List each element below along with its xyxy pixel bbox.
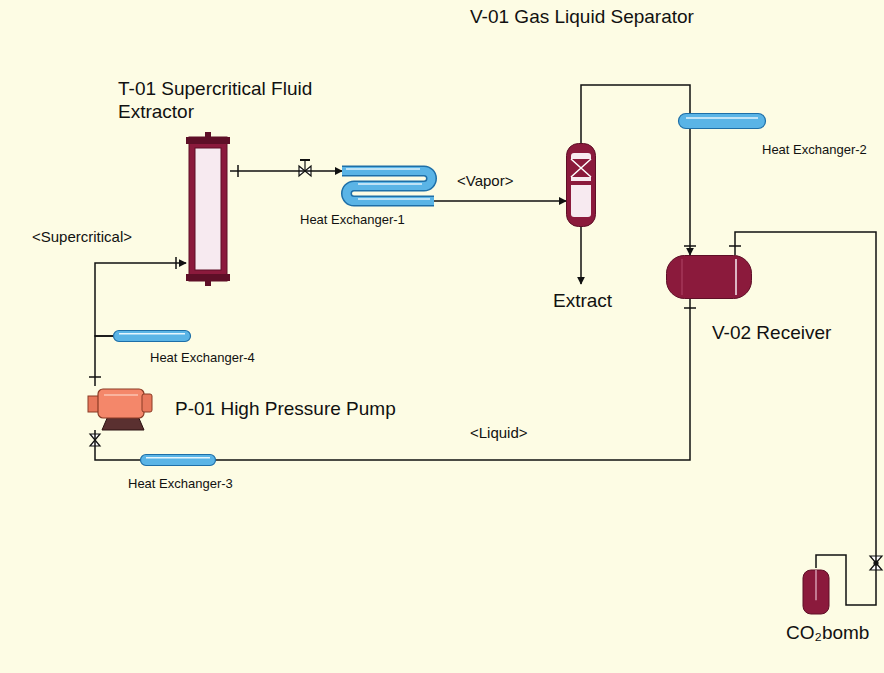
component-label: T-01 Supercritical Fluid Extractor bbox=[118, 78, 380, 124]
component-label: Heat Exchanger-2 bbox=[762, 142, 867, 158]
shape-outline bbox=[140, 454, 216, 466]
pipe-line bbox=[581, 85, 690, 143]
pipe-line bbox=[95, 430, 140, 460]
component-label: P-01 High Pressure Pump bbox=[175, 398, 396, 421]
pipe-line bbox=[689, 129, 691, 255]
shape-outline bbox=[566, 143, 596, 227]
shape-outline bbox=[82, 386, 154, 430]
extractor-vessel: T-01 Supercritical Fluid Extractor bbox=[186, 132, 230, 286]
receiver-drum: V-02 Receiver bbox=[666, 255, 752, 299]
pipe-line bbox=[95, 336, 113, 386]
stream-label: <Liquid> bbox=[468, 424, 530, 442]
component-label: Heat Exchanger-3 bbox=[128, 476, 233, 492]
heat-exchanger: Heat Exchanger-3 bbox=[140, 454, 216, 466]
outlet-label: Extract bbox=[553, 290, 612, 313]
pipe-line bbox=[95, 263, 186, 336]
shape-outline bbox=[113, 330, 191, 342]
component-label: V-01 Gas Liquid Separator bbox=[470, 6, 694, 29]
pipe-line bbox=[216, 299, 690, 460]
component-label: V-02 Receiver bbox=[712, 322, 831, 345]
stream-label: <Supercritical> bbox=[30, 228, 134, 246]
pipe-line bbox=[434, 200, 566, 202]
valve-symbol bbox=[299, 160, 311, 176]
shape-outline bbox=[800, 568, 832, 614]
component-label: Heat Exchanger-4 bbox=[150, 350, 255, 366]
heat-exchanger: Heat Exchanger-4 bbox=[113, 330, 191, 342]
heat-exchanger: Heat Exchanger-2 bbox=[678, 113, 766, 129]
nozzle-tick bbox=[89, 165, 741, 377]
component-label: CO₂bomb bbox=[786, 622, 869, 645]
shape-outline bbox=[186, 132, 230, 286]
gas-cylinder: CO₂bomb bbox=[800, 568, 832, 614]
pipe-line bbox=[230, 170, 342, 172]
pump-symbol: P-01 High Pressure Pump bbox=[82, 386, 154, 430]
shape-outline bbox=[342, 165, 434, 209]
pipe-line bbox=[735, 232, 876, 605]
extract-outlet bbox=[580, 227, 582, 284]
component-label: Heat Exchanger-1 bbox=[300, 212, 405, 228]
shape-outline bbox=[678, 113, 766, 129]
stream-label: <Vapor> bbox=[455, 172, 515, 190]
heat-exchanger: Heat Exchanger-1 bbox=[342, 165, 434, 209]
gas-liquid-separator: V-01 Gas Liquid Separator bbox=[566, 143, 596, 227]
shape-outline bbox=[666, 255, 752, 299]
